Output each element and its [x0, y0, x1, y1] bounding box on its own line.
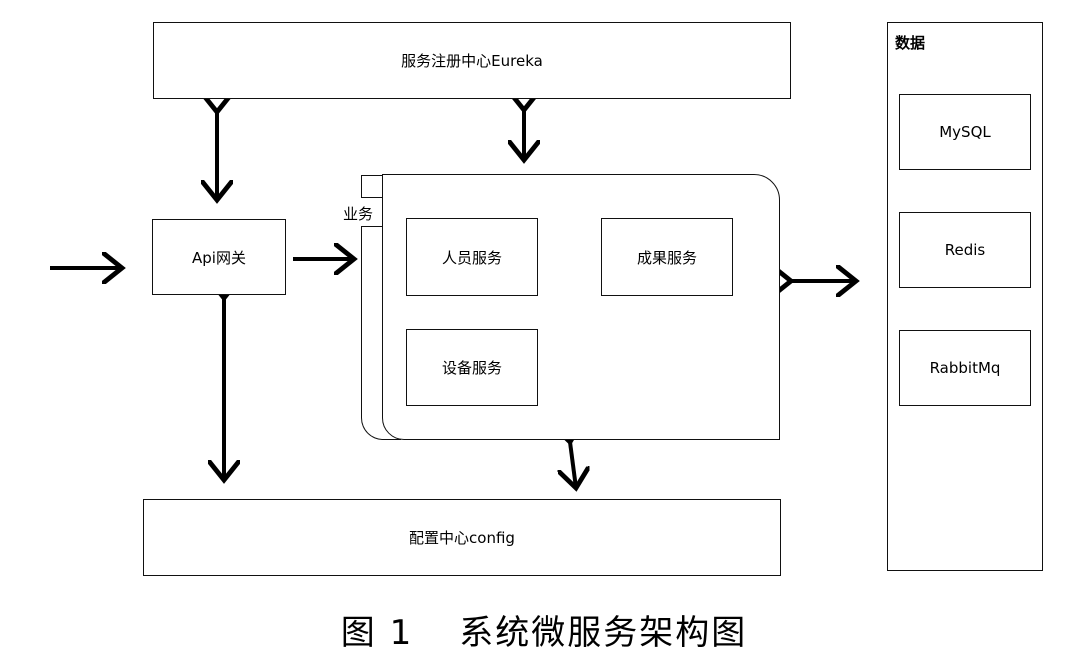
- rabbitmq-label: RabbitMq: [929, 359, 1001, 377]
- personnel-service-box: 人员服务: [406, 218, 538, 296]
- api-gateway-box: Api网关: [152, 219, 286, 295]
- equipment-service-label: 设备服务: [441, 359, 502, 377]
- achievement-service-box: 成果服务: [601, 218, 733, 296]
- rabbitmq-box: RabbitMq: [899, 330, 1031, 406]
- mysql-box: MySQL: [899, 94, 1031, 170]
- redis-label: Redis: [944, 241, 986, 259]
- equipment-service-box: 设备服务: [406, 329, 538, 406]
- api-gateway-label: Api网关: [192, 248, 246, 267]
- personnel-service-label: 人员服务: [441, 248, 502, 267]
- mysql-label: MySQL: [939, 123, 991, 141]
- figure-title: 系统微服务架构图: [459, 613, 748, 653]
- figure-caption: 图 1 系统微服务架构图: [0, 605, 1088, 654]
- business-tab-upper: [361, 175, 385, 198]
- eureka-registry-box: 服务注册中心Eureka: [153, 22, 791, 99]
- eureka-label: 服务注册中心Eureka: [401, 52, 543, 70]
- data-panel-title: 数据: [895, 34, 926, 52]
- redis-box: Redis: [899, 212, 1031, 288]
- arrow-business-config: [570, 442, 576, 488]
- figure-number: 图 1: [340, 613, 414, 653]
- config-center-box: 配置中心config: [143, 499, 781, 576]
- achievement-service-label: 成果服务: [636, 248, 697, 267]
- business-tab-label: 业务: [343, 205, 374, 223]
- config-center-label: 配置中心config: [409, 529, 515, 547]
